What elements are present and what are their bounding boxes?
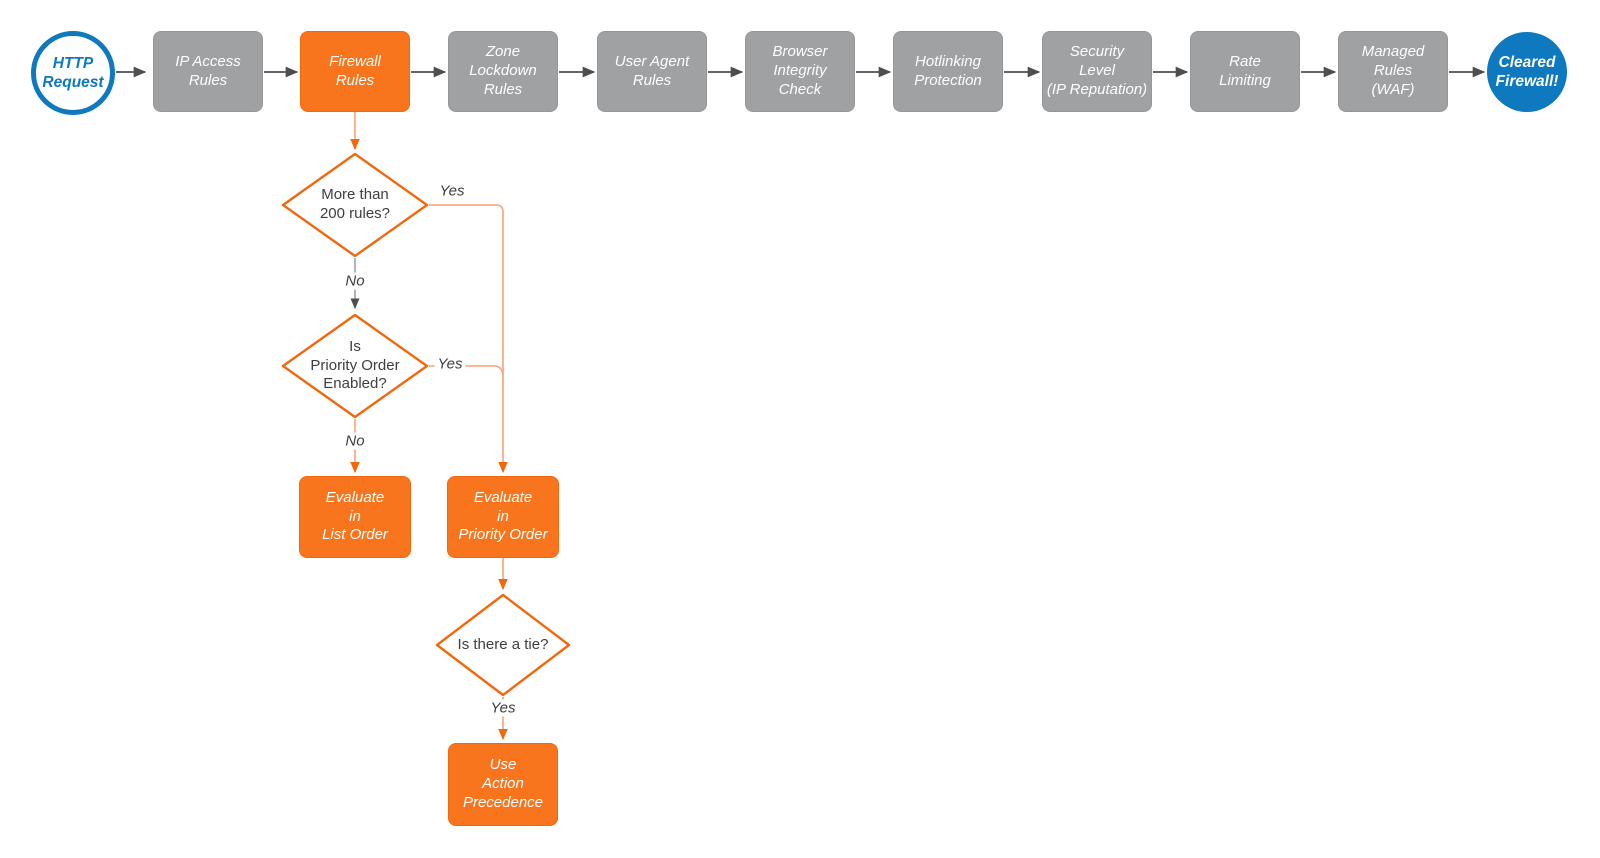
diamond-shape bbox=[281, 313, 429, 419]
action-use-action-precedence: Use Action Precedence bbox=[448, 743, 558, 826]
step-managed-rules-waf: Managed Rules (WAF) bbox=[1338, 31, 1448, 112]
step-label: Hotlinking Protection bbox=[914, 52, 982, 89]
action-evaluate-in-priority-order: Evaluate in Priority Order bbox=[447, 476, 559, 558]
edge-priority-enabled-yes-merge bbox=[429, 365, 504, 376]
end-node-label: Cleared Firewall! bbox=[1495, 53, 1559, 90]
action-label: Evaluate in Priority Order bbox=[458, 488, 548, 544]
start-node-http-request: HTTP Request bbox=[31, 31, 115, 115]
edge-label-more-than-200-yes: Yes bbox=[436, 182, 468, 200]
edge-more-than-200-yes-to-priority-order bbox=[429, 204, 508, 474]
action-label: Use Action Precedence bbox=[462, 756, 544, 811]
step-ip-access-rules: IP Access Rules bbox=[153, 31, 263, 112]
step-security-level: Security Level (IP Reputation) bbox=[1042, 31, 1152, 112]
decision-label: More than 200 rules? bbox=[319, 186, 391, 222]
decision-more-than-200-rules: More than 200 rules? bbox=[281, 152, 429, 258]
step-label: Firewall Rules bbox=[329, 52, 381, 89]
edge-label-priority-enabled-yes: Yes bbox=[434, 355, 466, 373]
action-label: Evaluate in List Order bbox=[322, 488, 388, 544]
step-label: Security Level (IP Reputation) bbox=[1046, 43, 1148, 98]
step-label: Managed Rules (WAF) bbox=[1361, 43, 1425, 98]
edge-label-priority-enabled-no: No bbox=[342, 432, 368, 450]
action-evaluate-in-list-order: Evaluate in List Order bbox=[299, 476, 411, 558]
diamond-shape bbox=[281, 152, 429, 258]
diamond-shape bbox=[435, 593, 571, 697]
edge-label-tie-yes: Yes bbox=[487, 699, 519, 717]
step-label: Rate Limiting bbox=[1219, 52, 1271, 89]
step-label: User Agent Rules bbox=[614, 52, 690, 89]
step-hotlinking-protection: Hotlinking Protection bbox=[893, 31, 1003, 112]
step-browser-integrity-check: Browser Integrity Check bbox=[745, 31, 855, 112]
decision-label: Is Priority Order Enabled? bbox=[310, 337, 400, 393]
decision-is-there-a-tie: Is there a tie? bbox=[435, 593, 571, 697]
end-node-cleared-firewall: Cleared Firewall! bbox=[1487, 32, 1567, 112]
step-label: Zone Lockdown Rules bbox=[469, 43, 537, 98]
start-node-label: HTTP Request bbox=[42, 54, 104, 91]
step-firewall-rules: Firewall Rules bbox=[300, 31, 410, 112]
step-user-agent-rules: User Agent Rules bbox=[597, 31, 707, 112]
decision-priority-order-enabled: Is Priority Order Enabled? bbox=[281, 313, 429, 419]
step-rate-limiting: Rate Limiting bbox=[1190, 31, 1300, 112]
edge-label-more-than-200-no: No bbox=[342, 272, 368, 290]
decision-label: Is there a tie? bbox=[457, 635, 549, 653]
step-zone-lockdown-rules: Zone Lockdown Rules bbox=[448, 31, 558, 112]
step-label: IP Access Rules bbox=[175, 52, 241, 89]
step-label: Browser Integrity Check bbox=[772, 43, 828, 98]
